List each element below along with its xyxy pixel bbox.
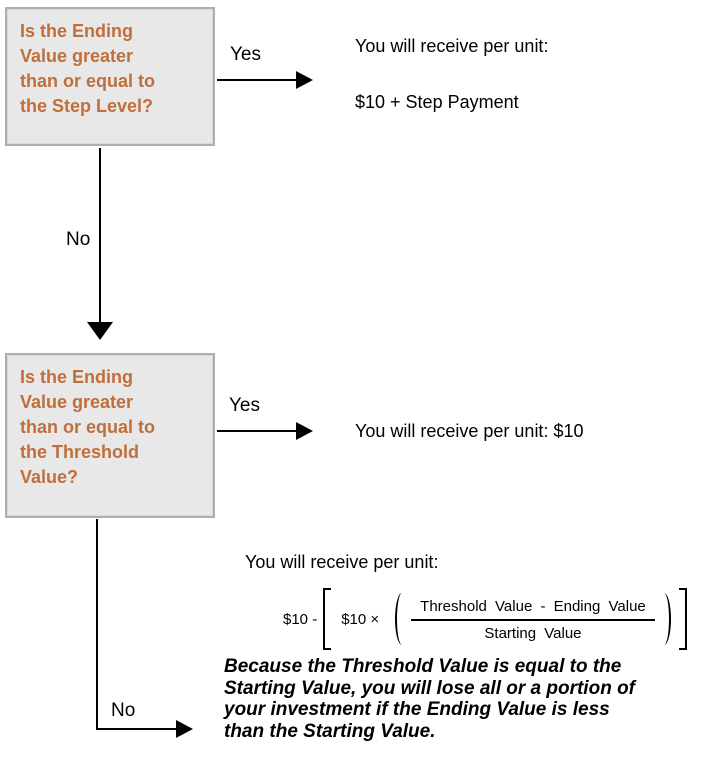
yes-arrowhead-step-icon [296,71,313,89]
yes-arrow-line-step [217,79,296,81]
yes-label-threshold: Yes [229,395,260,416]
outcome-threshold-no-intro: You will receive per unit: [245,552,439,572]
loss-warning-note: Because the Threshold Value is equal to … [224,656,635,742]
yes-arrow-line-threshold [217,430,296,432]
outcome-step-yes-intro: You will receive per unit: [355,36,549,56]
no-arrowhead-threshold-icon [176,720,193,738]
formula-multiplier: $10 × [341,610,380,628]
no-label-step: No [66,229,91,250]
fraction-denominator: Starting Value [484,625,582,642]
fraction-numerator: Threshold Value - Ending Value [411,596,655,621]
no-arrow-line-step [99,148,101,322]
text-line: Because the Threshold Value is equal to … [224,656,622,677]
outcome-threshold-yes: You will receive per unit: $10 [355,421,584,441]
text-line: Is the Ending [20,21,134,41]
no-arrow-vline-threshold [96,519,98,730]
text-line: Is the Ending [20,367,134,387]
no-label-threshold: No [111,700,136,721]
left-paren-icon [395,593,409,645]
formula-lead: $10 - [283,610,318,628]
yes-arrowhead-threshold-icon [296,422,313,440]
yes-label-step: Yes [230,44,261,65]
no-arrow-hline-threshold [96,728,176,730]
text-line: Value? [20,467,79,487]
no-arrowhead-step-icon [87,322,113,340]
text-line: the Step Level? [20,96,154,116]
left-bracket-icon [323,588,332,650]
right-bracket-icon [678,588,687,650]
text-line: Starting Value, you will lose all or a p… [224,677,636,699]
text-line: Value greater [20,392,134,412]
text-line: Value greater [20,46,134,66]
text-line: the Threshold [20,442,140,462]
text-line: than or equal to [20,417,155,437]
text-line: than or equal to [20,71,155,91]
text-line: than the Starting Value. [224,720,436,742]
payout-formula: $10 - $10 × Threshold Value - Ending Val… [283,586,687,652]
text-line: your investment if the Ending Value is l… [224,699,610,720]
formula-fraction: Threshold Value - Ending Value Starting … [411,596,655,642]
outcome-step-yes-amount: $10 + Step Payment [355,92,519,112]
right-paren-icon [657,593,671,645]
